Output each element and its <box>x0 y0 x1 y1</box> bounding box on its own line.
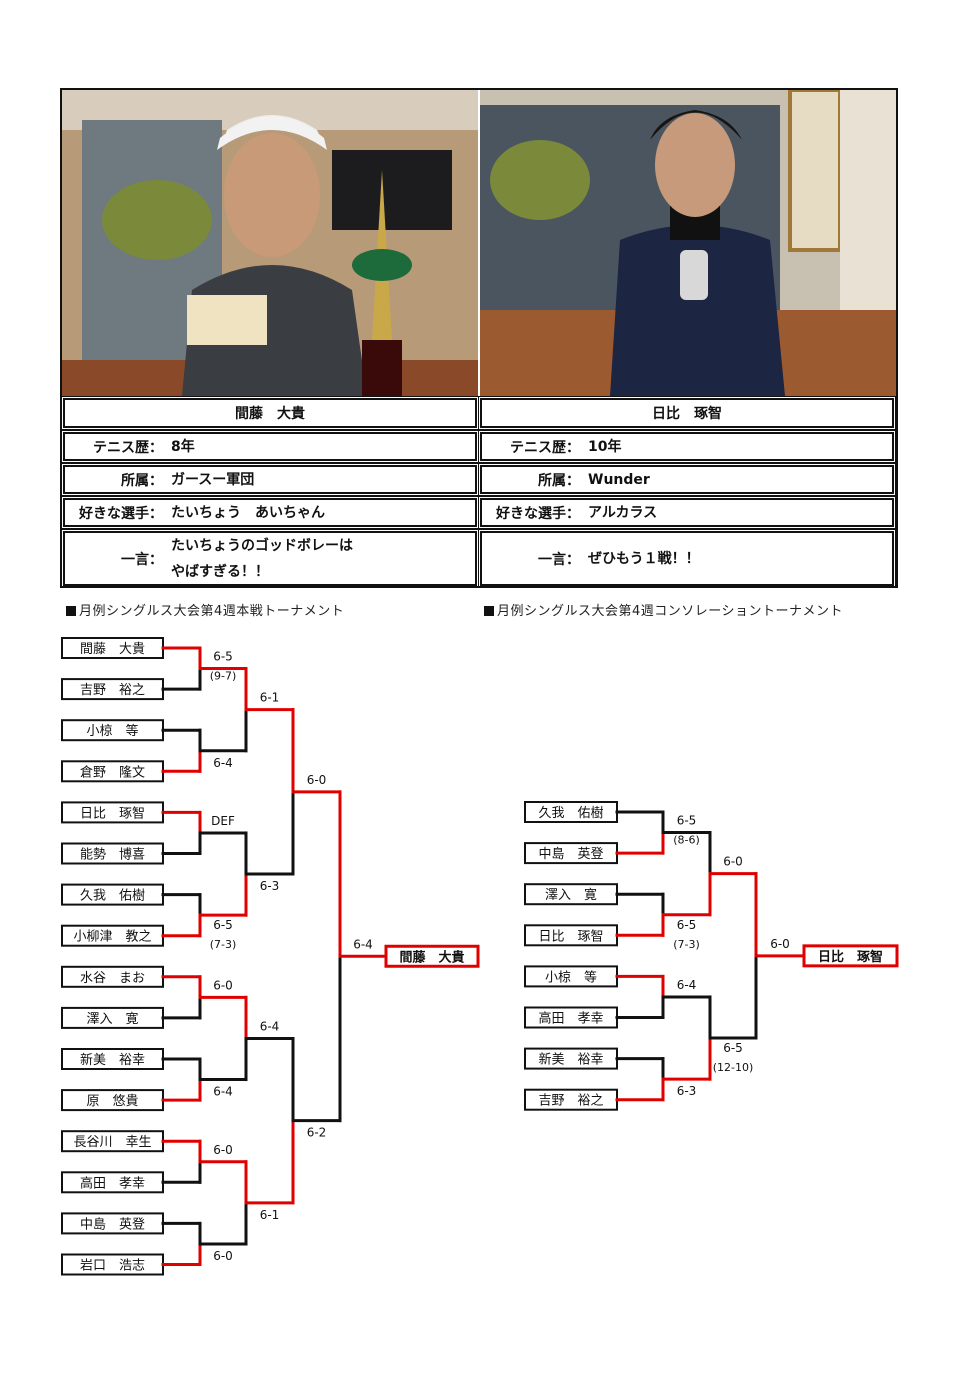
main-tournament-title-text: 月例シングルス大会第4週本戦トーナメント <box>79 604 345 619</box>
player-name: 原 悠貴 <box>86 1094 138 1109</box>
player-name: 小椋 等 <box>545 969 597 985</box>
match-score: 6-4 <box>677 978 697 992</box>
player-name: 小柳津 教之 <box>73 929 151 945</box>
match-score: 6-3 <box>677 1084 697 1098</box>
black-square-icon <box>484 606 494 616</box>
match-score: 6-5 <box>723 1041 743 1055</box>
player-name: 高田 孝幸 <box>538 1011 603 1027</box>
comment-row: 一言： ぜひもう１戦！！ <box>478 529 896 588</box>
favorite-player-label: 好きな選手： <box>79 505 163 522</box>
consolation-tournament-title: 月例シングルス大会第4週コンソレーショントーナメント <box>484 600 843 619</box>
affiliation-row: 所属： Wunder <box>478 463 896 496</box>
favorite-player-row: 好きな選手： アルカラス <box>478 496 896 529</box>
champion-name: 日比 琢智 <box>818 949 883 965</box>
match-score: 6-0 <box>213 978 233 992</box>
player-name: 中島 英登 <box>538 847 603 862</box>
tennis-experience-row: テニス歴： 10年 <box>478 430 896 463</box>
match-score: 6-0 <box>307 773 327 787</box>
tennis-experience-label: テニス歴： <box>93 439 163 456</box>
affiliation-value: ガースー軍団 <box>171 471 255 488</box>
champion-name: 間藤 大貴 <box>399 949 464 965</box>
player-name: 水谷 まお <box>80 971 145 986</box>
photo-image-icon <box>480 90 896 396</box>
player-name: 間藤 大貴 <box>61 396 479 430</box>
player-name: 間藤 大貴 <box>80 642 145 657</box>
main-tournament-title: 月例シングルス大会第4週本戦トーナメント <box>66 600 344 619</box>
affiliation-label: 所属： <box>538 472 580 489</box>
favorite-player-value: たいちょう あいちゃん <box>171 504 325 521</box>
comment-line: たいちょうのゴッドボレーは <box>171 537 353 554</box>
match-score: DEF <box>211 814 235 828</box>
player-name: 日比 琢智 <box>538 929 603 944</box>
match-score: 6-5 <box>677 918 697 932</box>
match-score: (8-6) <box>673 834 700 847</box>
player-name: 中島 英登 <box>80 1217 145 1232</box>
player-name: 日比 琢智 <box>478 396 896 430</box>
player-name: 新美 裕幸 <box>538 1052 603 1068</box>
match-score: 6-3 <box>260 879 280 893</box>
match-score: 6-4 <box>353 937 373 951</box>
consolation-winner-photo <box>480 90 896 396</box>
player-name: 長谷川 幸生 <box>73 1135 151 1150</box>
match-score: 6-4 <box>260 1019 280 1033</box>
player-name: 高田 孝幸 <box>80 1175 145 1191</box>
match-score: 6-0 <box>770 937 790 951</box>
winner-photo <box>62 90 478 396</box>
match-score: 6-2 <box>307 1126 327 1140</box>
affiliation-row: 所属： ガースー軍団 <box>61 463 479 496</box>
comment-label: 一言： <box>538 551 580 568</box>
player-name: 澤入 寛 <box>86 1011 138 1027</box>
player-name: 久我 佑樹 <box>538 806 603 821</box>
favorite-player-label: 好きな選手： <box>496 505 580 522</box>
match-score: 6-4 <box>213 1085 233 1099</box>
match-score: 6-5 <box>677 814 697 828</box>
comment-line: やばすぎる！！ <box>171 563 269 580</box>
champion-box <box>384 944 480 968</box>
match-score: 6-4 <box>213 756 233 770</box>
match-score: 6-0 <box>723 855 743 869</box>
tennis-experience-row: テニス歴： 8年 <box>61 430 479 463</box>
match-score: 6-0 <box>213 1143 233 1157</box>
player-name: 岩口 浩志 <box>80 1259 145 1274</box>
player-name: 倉野 隆文 <box>80 765 145 780</box>
black-square-icon <box>66 606 76 616</box>
match-score: (7-3) <box>210 938 237 951</box>
match-score: 6-0 <box>213 1249 233 1263</box>
affiliation-value: Wunder <box>588 471 650 488</box>
player-name: 久我 佑樹 <box>80 889 145 904</box>
match-score: 6-1 <box>260 691 280 705</box>
consolation-tournament-title-text: 月例シングルス大会第4週コンソレーショントーナメント <box>497 604 844 619</box>
affiliation-label: 所属： <box>121 472 163 489</box>
comment-label: 一言： <box>121 551 163 568</box>
favorite-player-value: アルカラス <box>588 504 658 521</box>
player-name: 小椋 等 <box>86 723 138 739</box>
match-score: 6-5 <box>213 918 233 932</box>
comment-value: ぜひもう１戦！！ <box>580 546 700 572</box>
match-score: (7-3) <box>673 938 700 951</box>
player-name: 澤入 寛 <box>545 887 597 903</box>
comment-row: 一言： たいちょうのゴッドボレーは やばすぎる！！ <box>61 529 479 588</box>
tennis-experience-label: テニス歴： <box>510 439 580 456</box>
match-score: 6-5 <box>213 650 233 664</box>
player-name: 日比 琢智 <box>80 806 145 821</box>
match-score: (9-7) <box>210 670 237 683</box>
player-name: 新美 裕幸 <box>80 1052 145 1068</box>
comment-value: たいちょうのゴッドボレーは やばすぎる！！ <box>163 533 353 585</box>
tennis-experience-value: 10年 <box>588 438 622 455</box>
favorite-player-row: 好きな選手： たいちょう あいちゃん <box>61 496 479 529</box>
match-score: (12-10) <box>713 1061 754 1074</box>
player-name: 能勢 博喜 <box>80 848 145 863</box>
profile-table: 間藤 大貴 テニス歴： 8年 所属： ガースー軍団 好きな選手： たいちょう あ… <box>60 88 898 588</box>
player-name: 吉野 裕之 <box>80 683 145 698</box>
champion-box <box>802 944 899 968</box>
tennis-experience-value: 8年 <box>171 438 195 455</box>
comment-line: ぜひもう１戦！！ <box>588 550 700 567</box>
player-name: 吉野 裕之 <box>538 1094 603 1109</box>
photo-image-icon <box>62 90 478 396</box>
match-score: 6-1 <box>260 1208 280 1222</box>
